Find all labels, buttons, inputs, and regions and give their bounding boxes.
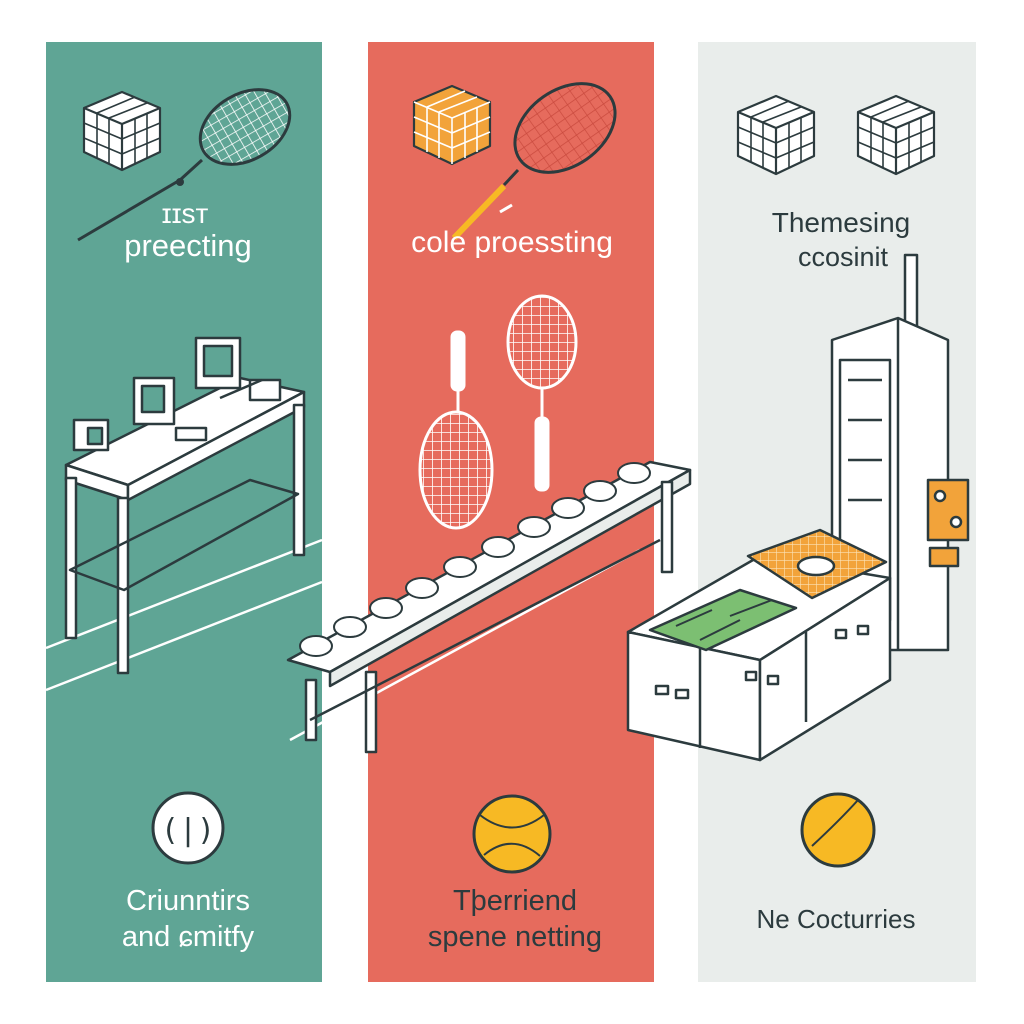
panel-2-bottom-line-2: spene netting: [427, 921, 603, 953]
workbench: [64, 336, 306, 675]
panel-3-title-line-2: ccosinit: [797, 242, 889, 272]
svg-text:(|): (|): [161, 813, 215, 848]
cube-icon: [82, 90, 162, 172]
ball-icon: [472, 794, 552, 874]
panel-3-title-line-1: Themesing: [771, 207, 911, 238]
panel-2-bottom-line-1: Tþerriend: [452, 885, 578, 917]
panel-1-bottom-line-2: and ɕmitfy: [121, 921, 255, 953]
cube-icon: [736, 94, 816, 176]
racket-icon: [77, 88, 292, 242]
panel-2-title: cole proessting: [411, 226, 613, 259]
cube-icon: [412, 84, 492, 166]
cube-icon: [856, 94, 936, 176]
panel-1-bottom-line-1: Criunntirs: [125, 885, 251, 917]
panel-1-title-line-1: ɪɪsт: [161, 198, 209, 229]
panel-3-bottom: Ne Cocturries: [756, 904, 916, 934]
ball-icon: [800, 792, 876, 868]
racket-icon: [451, 82, 617, 241]
processing-machine: [626, 253, 970, 762]
circle-logo-icon: (|): [151, 791, 225, 865]
panel-1-title-line-2: preecting: [124, 228, 252, 263]
conveyor: [286, 460, 692, 754]
racket-pair: [418, 294, 578, 530]
floor-lines: [45, 538, 323, 692]
